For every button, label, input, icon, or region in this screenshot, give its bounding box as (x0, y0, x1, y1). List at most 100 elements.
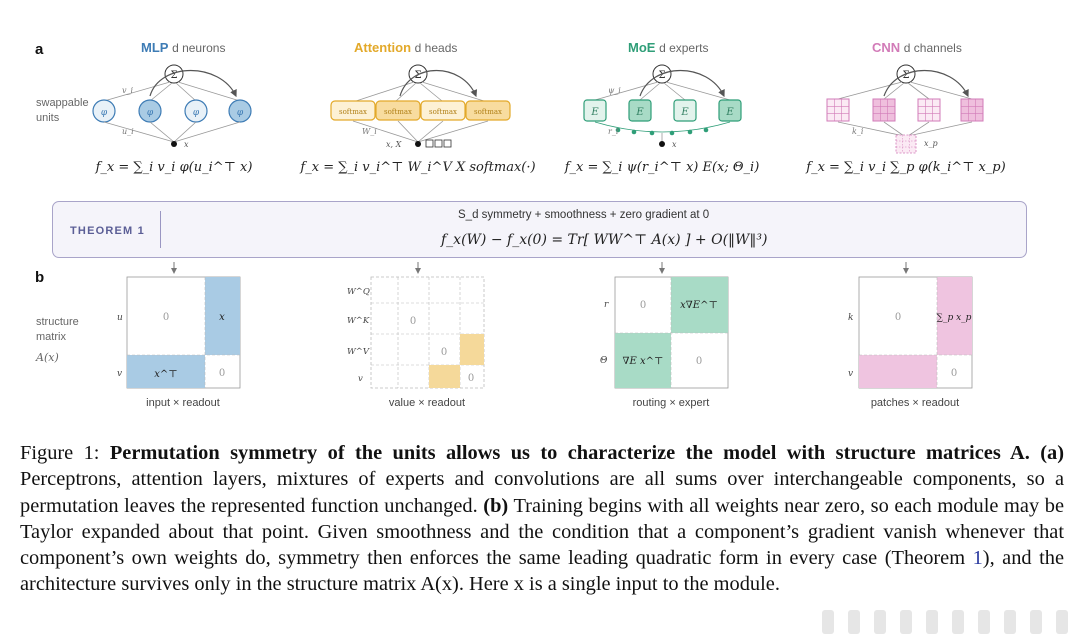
moe-unit-glyph: E (635, 107, 644, 118)
attention-title: Attention d heads (354, 40, 457, 55)
attention-cell-zero: 0 (468, 373, 474, 384)
attention-unit (465, 100, 511, 121)
moe-title: MoE d experts (628, 40, 708, 55)
cnn-matrix: 0 ∑_p x_p 0 k v (848, 276, 973, 389)
mlp-input-node (171, 141, 177, 147)
figure-label: Figure 1: (20, 442, 100, 464)
cnn-cell-zero: 0 (951, 368, 957, 379)
moe-psi-label: ψ_i (608, 86, 621, 95)
attention-unit-glyph: softmax (429, 108, 457, 116)
caption-part-a-label: (a) (1040, 442, 1064, 464)
cnn-xp-label: x_p (924, 139, 938, 148)
mlp-u-label: u_i (122, 127, 134, 136)
cnn-unit (960, 98, 984, 122)
mlp-v-label: v_i (122, 86, 134, 95)
moe-unit-glyph: E (590, 107, 599, 118)
mlp-cell-xt: x^⊤ (154, 369, 177, 380)
cnn-unit (872, 98, 896, 122)
moe-cell-xgradE: x∇E^⊤ (680, 300, 718, 311)
cnn-title: CNN d channels (872, 40, 962, 55)
cnn-unit (917, 98, 941, 122)
moe-cell-gradEx: ∇E x^⊤ (623, 356, 664, 367)
mlp-cell-zero: 0 (163, 312, 169, 323)
mlp-block-x (205, 277, 240, 355)
mlp-unit-glyph: φ (193, 108, 200, 118)
moe-x-label: x (672, 140, 677, 149)
theorem-equation: f_x(W) − f_x(0) = Tr[ WW^⊤ A(x) ] + O(‖W… (441, 232, 768, 248)
mlp-unit-glyph: φ (237, 108, 244, 118)
theorem-reference-link[interactable]: 1 (972, 547, 983, 570)
caption-part-b-1: Training begins with all weights near ze… (20, 494, 1064, 570)
figure-title: Permutation symmetry of the units allows… (109, 442, 1030, 464)
attention-row-wq: W^Q (347, 287, 370, 297)
panel-a-letter: a (35, 41, 44, 58)
moe-matrix-caption: routing × expert (632, 397, 710, 409)
attention-row-wk: W^K (347, 316, 370, 326)
cnn-sum-symbol: Σ (902, 70, 909, 81)
mlp-title: MLP d neurons (141, 40, 225, 55)
attention-subtitle: d heads (414, 41, 458, 55)
mlp-diagram: Σ φ φ φ φ v_i u_i x (92, 64, 252, 149)
mlp-matrix-caption: input × readout (146, 397, 220, 409)
blur-artifacts (822, 610, 1068, 634)
cnn-block-patch (859, 355, 937, 388)
theorem-box (52, 201, 1027, 258)
attention-unit (420, 100, 466, 121)
mlp-unit-glyph: φ (101, 108, 108, 118)
moe-unit (583, 99, 607, 122)
mlp-row-u: u (117, 313, 123, 323)
mlp-row-v: v (117, 369, 122, 379)
theorem-conditions: S_d symmetry + smoothness + zero gradien… (458, 209, 710, 221)
theorem-divider (160, 211, 161, 248)
moe-input-node (659, 141, 665, 147)
mlp-x-label: x (184, 140, 189, 149)
moe-cell-zero: 0 (640, 300, 646, 311)
moe-sum-symbol: Σ (658, 70, 665, 81)
mlp-sum-symbol: Σ (170, 70, 177, 81)
figure-caption: Figure 1: Permutation symmetry of the un… (20, 440, 1064, 598)
mlp-block-xt (127, 355, 205, 388)
attention-unit-glyph: softmax (339, 108, 367, 116)
structure-matrix-label: structure matrix (36, 316, 79, 343)
moe-block-gradEx (615, 333, 671, 388)
moe-unit-glyph: E (725, 107, 734, 118)
cnn-k-label: k_i (852, 127, 864, 136)
attention-row-wv: W^V (347, 347, 370, 357)
mlp-formula: f_x = ∑_i v_i φ(u_i^⊤ x) (95, 160, 253, 175)
attention-x-label: x, X (386, 140, 402, 149)
moe-row-theta: Θ (600, 356, 608, 366)
cnn-diagram: Σ (826, 64, 984, 154)
moe-subtitle: d experts (659, 41, 709, 55)
mlp-cell-zero: 0 (219, 368, 225, 379)
caption-part-b-2: ), and the architecture survives only in… (20, 547, 1064, 596)
attention-unit (375, 100, 421, 121)
attention-sum-symbol: Σ (414, 70, 421, 81)
cnn-name: CNN (872, 40, 901, 55)
attention-block-vv (460, 334, 484, 365)
cnn-patch (895, 134, 917, 154)
mlp-name: MLP (141, 40, 169, 55)
mlp-sum-node (164, 64, 184, 84)
swappable-units-label: swappable units (36, 97, 89, 124)
attention-cell-zero: 0 (410, 316, 416, 327)
attention-cell-zero: 0 (441, 347, 447, 358)
moe-formula: f_x = ∑_i ψ(r_i^⊤ x) E(x; Θ_i) (564, 160, 760, 175)
attention-diagram: Σ softmax softmax softmax softmax W_i x,… (330, 64, 511, 149)
cnn-block-sum (937, 277, 972, 355)
cnn-formula: f_x = ∑_i v_i ∑_p φ(k_i^⊤ x_p) (806, 160, 1006, 175)
mlp-cell-x: x (219, 312, 225, 323)
attention-unit-glyph: softmax (474, 108, 502, 116)
moe-unit-glyph: E (680, 107, 689, 118)
attention-unit (330, 100, 376, 121)
cnn-cell-zero: 0 (895, 312, 901, 323)
panel-b-matrices: 0 x x^⊤ 0 u v 0 0 0 W^Q W^K W^V v 0 x∇E^… (117, 262, 973, 389)
moe-block-xgradE (671, 277, 728, 333)
cnn-subtitle: d channels (903, 41, 962, 55)
caption-part-a: Perceptrons, attention layers, mixtures … (20, 468, 1064, 517)
cnn-row-k: k (848, 313, 853, 323)
attention-unit-glyph: softmax (384, 108, 412, 116)
moe-diagram: Σ E E E E ψ_i r_i x (583, 64, 742, 149)
moe-row-r: r (604, 300, 609, 310)
attention-input-node (415, 141, 421, 147)
structure-matrix-symbol: A(x) (36, 351, 59, 364)
